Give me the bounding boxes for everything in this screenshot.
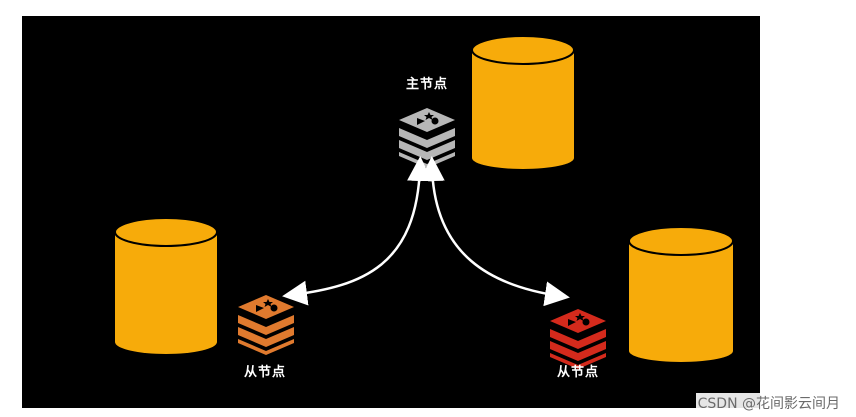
master-database-cylinder [471, 35, 575, 169]
replication-arrow-left [282, 156, 433, 306]
slave-left-database-cylinder [114, 217, 218, 354]
slave-left-node-label: 从节点 [244, 365, 287, 380]
slave-right-database-cylinder [628, 226, 734, 362]
master-redis-icon [399, 108, 455, 168]
master-node-label: 主节点 [406, 77, 449, 92]
diagram-svg [114, 35, 734, 369]
watermark-text: CSDN @花间影云间月 [695, 393, 842, 413]
slave-right-redis-icon [550, 309, 606, 369]
slave-left-redis-icon [238, 295, 294, 355]
slave-right-node-label: 从节点 [557, 365, 600, 380]
replication-arrow-right [419, 156, 570, 307]
diagram-canvas: 主节点 从节点 从节点 [22, 16, 760, 408]
